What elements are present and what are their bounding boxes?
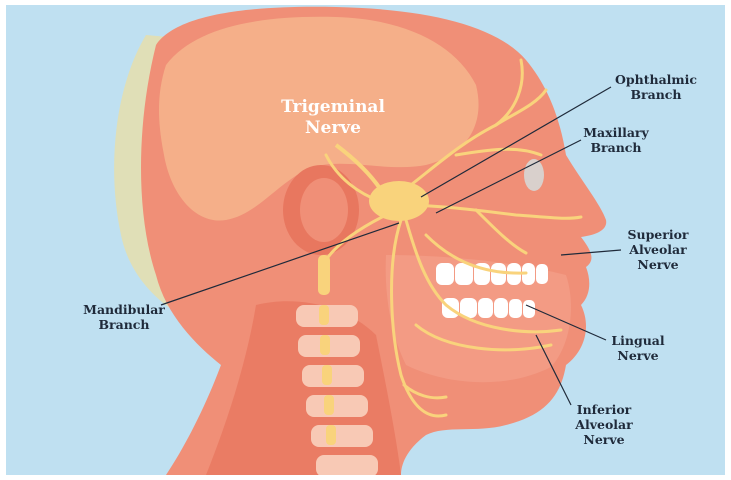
label-lingual-nerve: Lingual Nerve xyxy=(598,333,678,363)
label-inferior-alveolar-nerve: Inferior Alveolar Nerve xyxy=(564,402,644,447)
upper-teeth xyxy=(436,263,548,285)
label-ophthalmic-branch: Ophthalmic Branch xyxy=(606,72,706,102)
ear-inner xyxy=(300,178,348,242)
diagram-canvas: Trigeminal Nerve Ophthalmic Branch Maxil… xyxy=(6,5,725,475)
label-mandibular-branch: Mandibular Branch xyxy=(74,302,174,332)
label-maxillary-branch: Maxillary Branch xyxy=(571,125,661,155)
label-superior-alveolar-nerve: Superior Alveolar Nerve xyxy=(618,227,698,272)
trigeminal-nerve-title: Trigeminal Nerve xyxy=(268,97,398,139)
